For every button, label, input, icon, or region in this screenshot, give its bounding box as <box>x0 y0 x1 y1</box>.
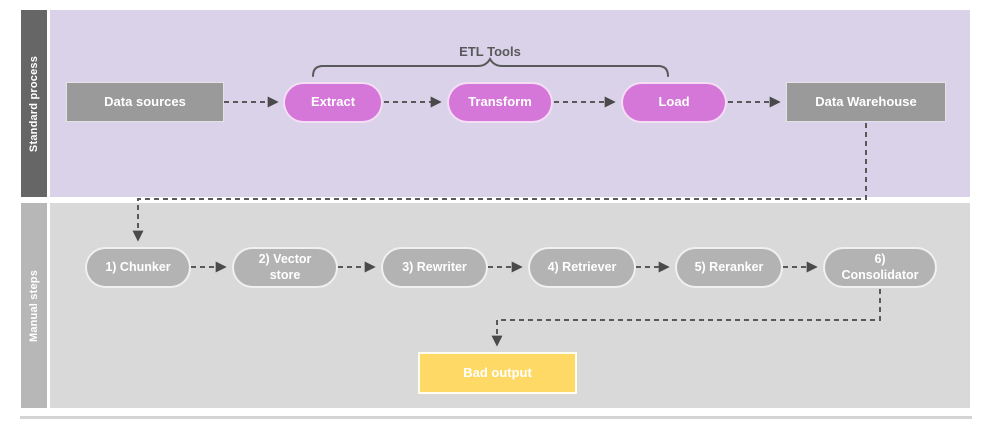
node-load: Load <box>621 82 727 123</box>
node-rewriter: 3) Rewriter <box>381 247 488 288</box>
node-transform: Transform <box>447 82 553 123</box>
node-chunker: 1) Chunker <box>85 247 191 288</box>
node-reranker: 5) Reranker <box>675 247 783 288</box>
etl-tools-label: ETL Tools <box>459 44 521 59</box>
lane-header-manual-steps: Manual steps <box>21 203 47 408</box>
node-data-sources: Data sources <box>66 82 224 122</box>
node-extract: Extract <box>283 82 383 123</box>
node-bad-output: Bad output <box>418 352 577 394</box>
node-retriever: 4) Retriever <box>528 247 636 288</box>
lane-header-standard-process: Standard process <box>21 10 47 197</box>
bottom-divider <box>20 416 972 419</box>
node-consolidator: 6) Consolidator <box>823 247 937 288</box>
lane-label-manual-steps: Manual steps <box>28 269 40 342</box>
node-data-warehouse: Data Warehouse <box>786 82 946 122</box>
node-vector-store: 2) Vector store <box>232 247 338 288</box>
lane-label-standard-process: Standard process <box>28 55 40 152</box>
